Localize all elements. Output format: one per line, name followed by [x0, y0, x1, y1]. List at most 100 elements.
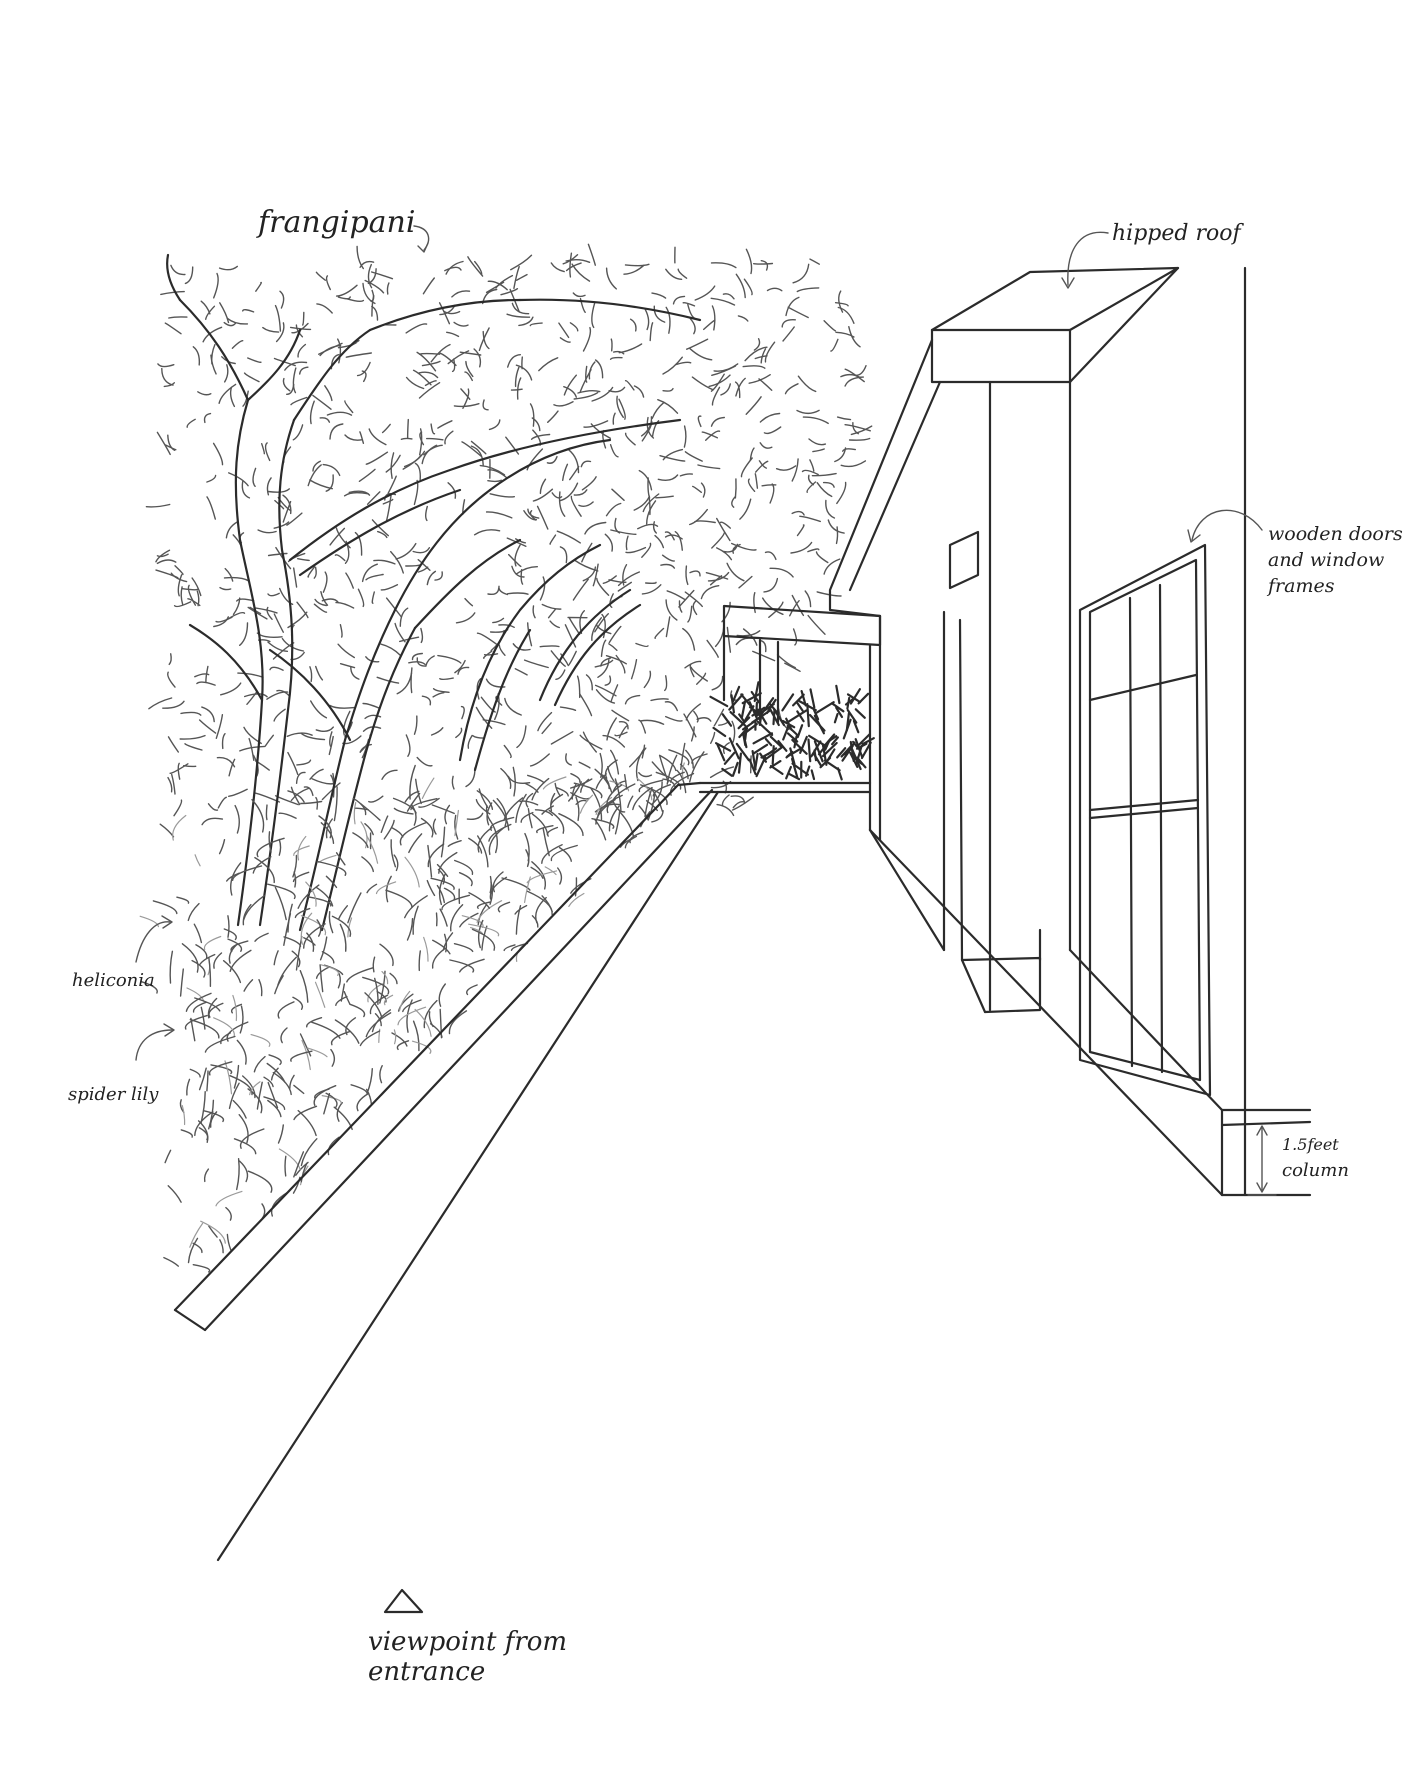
leaf-stroke: [691, 376, 714, 391]
shrub-stroke: [208, 1099, 215, 1130]
shrub-stroke: [766, 747, 778, 756]
leaf-stroke: [633, 385, 645, 398]
shrub-stroke: [345, 1017, 357, 1036]
leaf-stroke: [325, 275, 331, 291]
leaf-stroke: [252, 467, 257, 487]
leaf-stroke: [591, 302, 596, 329]
leaf-stroke: [266, 606, 273, 620]
leaf-stroke: [591, 386, 614, 402]
leaf-stroke: [383, 819, 395, 840]
leaf-stroke: [508, 553, 522, 568]
leaf-stroke: [654, 534, 665, 549]
shrub-stroke: [361, 856, 374, 873]
leaf-stroke: [444, 430, 454, 445]
leaf-stroke: [168, 316, 188, 319]
leaf-stroke: [365, 451, 389, 465]
leaf-stroke: [161, 367, 174, 386]
shrub-stroke: [527, 808, 533, 829]
leaf-stroke: [641, 542, 652, 558]
leaf-stroke: [357, 588, 365, 608]
leaf-stroke: [578, 693, 593, 717]
leaf-stroke: [416, 351, 437, 372]
shrub-stroke: [544, 866, 557, 876]
shrub-stroke: [293, 845, 310, 856]
leaf-stroke: [243, 372, 260, 383]
leaf-stroke: [181, 588, 199, 591]
leaf-stroke: [418, 352, 441, 355]
shrub-stroke: [659, 754, 677, 772]
leaf-stroke: [371, 591, 375, 604]
shrub-stroke: [787, 709, 808, 723]
shrub-stroke: [638, 779, 664, 793]
shrub-stroke: [488, 826, 505, 856]
shrub-stroke: [459, 958, 485, 973]
leaf-stroke: [432, 692, 445, 698]
leaf-stroke: [264, 734, 274, 747]
shrub-stroke: [541, 805, 554, 815]
leaf-stroke: [455, 612, 476, 624]
shrub-stroke: [454, 859, 474, 875]
frangipani-trunks: [166, 253, 702, 932]
shrub-stroke: [647, 793, 656, 821]
leaf-stroke: [266, 477, 272, 496]
label-heliconia: heliconia: [72, 970, 155, 991]
leaf-stroke: [262, 326, 280, 333]
leaf-stroke: [568, 449, 580, 474]
leaf-stroke: [662, 448, 684, 461]
shrub-stroke: [436, 884, 445, 904]
shrub-stroke: [590, 787, 603, 821]
leaf-stroke: [618, 724, 629, 739]
shrub-stroke: [203, 935, 222, 951]
leaf-stroke: [616, 395, 624, 418]
leaf-stroke: [597, 659, 610, 678]
leaf-stroke: [753, 592, 756, 614]
shrub-stroke: [817, 739, 831, 756]
shrub-stroke: [291, 950, 301, 968]
leaf-stroke: [173, 799, 183, 817]
leaf-stroke: [532, 488, 554, 502]
leaf-stroke: [601, 613, 606, 639]
leaf-stroke: [303, 786, 314, 797]
leaf-stroke: [487, 469, 508, 479]
walkway: [173, 781, 1224, 1562]
shrub-stroke: [432, 818, 437, 835]
shrub-stroke: [321, 1095, 342, 1104]
shrub-stroke: [420, 817, 434, 838]
shrub-stroke: [318, 854, 337, 863]
leaf-stroke: [689, 348, 713, 361]
leaf-stroke: [602, 575, 617, 584]
leaf-stroke: [478, 327, 490, 352]
shrub-stroke: [229, 1075, 253, 1096]
shrub-stroke: [250, 1034, 271, 1047]
leaf-stroke: [472, 735, 485, 739]
leaf-stroke: [692, 600, 698, 616]
leaf-stroke: [507, 354, 521, 368]
leaf-stroke: [173, 601, 192, 608]
leaf-stroke: [600, 657, 612, 667]
leaf-stroke: [329, 704, 355, 709]
label-hipped-roof: hipped roof: [1112, 221, 1244, 246]
leaf-stroke: [247, 357, 262, 363]
shrub-stroke: [187, 1237, 199, 1264]
leaf-stroke: [657, 399, 679, 414]
leaf-stroke: [457, 666, 470, 675]
shrub-stroke: [436, 863, 449, 877]
shrub-stroke: [477, 835, 489, 868]
shrub-stroke: [220, 1032, 231, 1045]
leaf-stroke: [705, 430, 721, 441]
leaf-stroke: [446, 331, 460, 338]
leaf-stroke: [430, 423, 436, 435]
shrub-stroke: [293, 1151, 305, 1178]
leaf-stroke: [731, 720, 736, 743]
leaf-stroke: [735, 637, 756, 646]
shrub-stroke: [427, 843, 445, 868]
shrub-stroke: [756, 720, 774, 736]
leaf-stroke: [385, 454, 401, 473]
leaf-stroke: [160, 290, 185, 296]
leaf-stroke: [742, 365, 766, 369]
leaf-stroke: [274, 304, 282, 332]
leaf-stroke: [248, 737, 255, 761]
leaf-stroke: [605, 502, 622, 517]
shrub-stroke: [192, 1264, 211, 1273]
shrub-stroke: [208, 1061, 233, 1076]
